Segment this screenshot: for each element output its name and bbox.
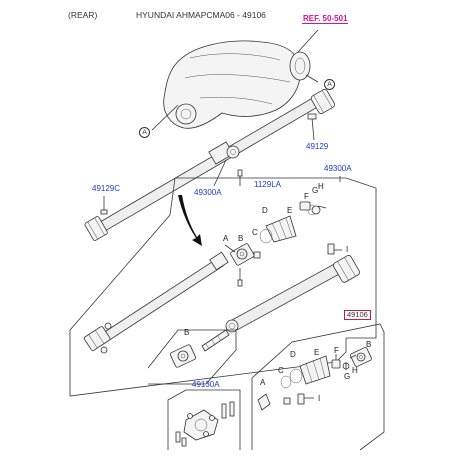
letter-h-upper: H xyxy=(318,182,324,191)
marker-a-right: A xyxy=(324,79,335,90)
reference-link[interactable]: REF. 50-501 xyxy=(302,14,349,24)
header-title: HYUNDAI AHMAPCMA06 - 49106 xyxy=(136,10,266,20)
lower-driveshaft-front xyxy=(83,251,229,354)
boot-and-seal-upper xyxy=(253,201,342,259)
rear-driveshaft-tube xyxy=(201,255,360,352)
assembly-boundary xyxy=(69,176,377,397)
part-label-49106-highlighted[interactable]: 49106 xyxy=(344,310,371,320)
letter-d-kit: D xyxy=(290,350,296,359)
part-label-49129c[interactable]: 49129C xyxy=(92,184,121,193)
letter-i-upper: I xyxy=(346,245,349,254)
part-label-1129la[interactable]: 1129LA xyxy=(254,180,281,189)
letter-f-kit: F xyxy=(334,346,339,355)
part-label-49300a-upper[interactable]: 49300A xyxy=(194,188,222,197)
letter-i-kit: I xyxy=(318,394,321,403)
part-label-49130a[interactable]: 49130A xyxy=(192,380,220,389)
letter-e-upper: E xyxy=(287,206,293,215)
part-label-49129[interactable]: 49129 xyxy=(306,142,329,151)
differential-housing xyxy=(151,29,319,131)
letter-d-upper: D xyxy=(262,206,268,215)
letter-h-kit: H xyxy=(352,366,358,375)
letter-c-kit: C xyxy=(278,366,284,375)
coupling-49130a-box xyxy=(167,389,241,450)
letter-f-upper: F xyxy=(304,192,309,201)
letter-a-upper: A xyxy=(223,234,229,243)
kit-49106-box xyxy=(251,323,385,451)
assembly-arrow xyxy=(178,195,202,246)
header-position: (REAR) xyxy=(68,10,98,20)
letter-e-kit: E xyxy=(314,348,320,357)
letter-b-upper: B xyxy=(238,234,244,243)
marker-a-left: A xyxy=(139,127,150,138)
center-bearing-lower xyxy=(147,329,237,385)
letter-b-kit: B xyxy=(366,340,372,349)
letter-g-kit: G xyxy=(344,372,351,381)
part-label-49300a-box[interactable]: 49300A xyxy=(324,164,352,173)
letter-g-upper: G xyxy=(312,186,319,195)
center-bearing-upper xyxy=(224,243,255,287)
letter-c-upper: C xyxy=(252,228,258,237)
letter-a-kit: A xyxy=(260,378,266,387)
upper-driveshaft xyxy=(84,89,335,241)
letter-b-lower: B xyxy=(184,328,190,337)
